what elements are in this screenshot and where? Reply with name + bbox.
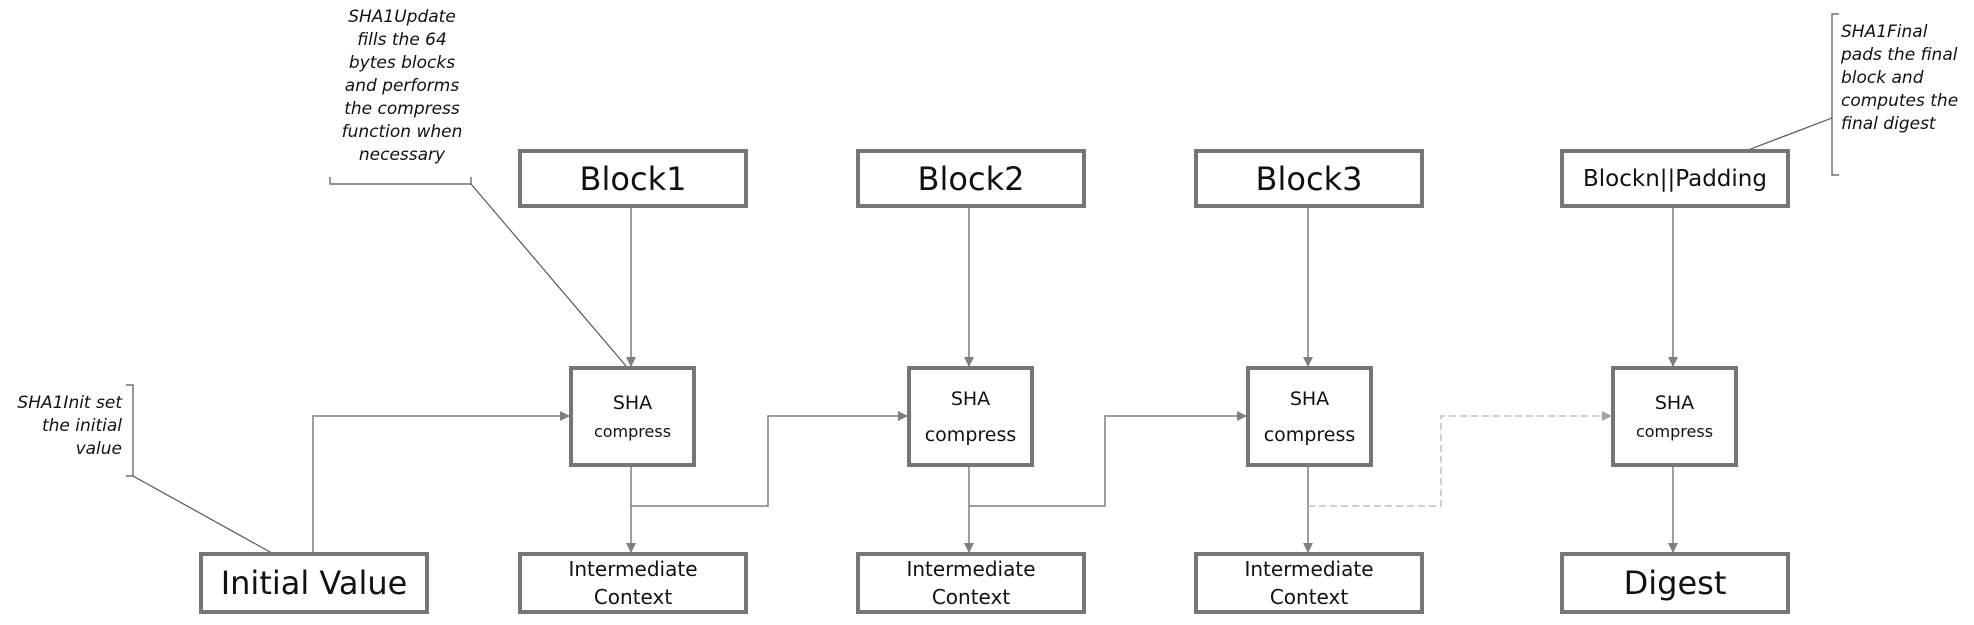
sha-label: SHA [950, 387, 991, 410]
note-line: value [75, 439, 122, 459]
note-line: final digest [1841, 114, 1936, 134]
block3-label: Block3 [1255, 159, 1363, 198]
context-line-2: Context [931, 585, 1011, 609]
note-sha1final: SHA1Final pads the final block and compu… [1841, 21, 1971, 136]
note-final-leader [1747, 117, 1833, 151]
arrow-chain-3-n-dashed [1308, 411, 1612, 507]
note-line: necessary [358, 145, 446, 165]
compress-label: compress [593, 422, 672, 441]
block1-box: Block1 [518, 149, 748, 208]
note-line: SHA1Init set [17, 393, 122, 413]
context-line-2: Context [593, 585, 673, 609]
sha-label: SHA [1289, 387, 1330, 410]
sha-compress-2: SHA compress [907, 366, 1034, 467]
blockn-label: Blockn||Padding [1583, 165, 1767, 192]
sha-compress-n: SHA compress [1611, 366, 1738, 467]
sha-label: SHA [612, 392, 653, 414]
context-line-1: Intermediate [568, 557, 698, 581]
compress-label: compress [1263, 423, 1356, 446]
sha-compress-1: SHA compress [569, 366, 696, 467]
intermediate-context-2: Intermediate Context [856, 552, 1086, 614]
block2-box: Block2 [856, 149, 1086, 208]
note-line: and performs [344, 76, 460, 96]
sha-label: SHA [1654, 392, 1695, 414]
note-final-bracket [1831, 13, 1839, 176]
initial-value-label: Initial Value [220, 564, 408, 602]
compress-label: compress [1635, 422, 1714, 441]
context-line-2: Context [1269, 585, 1349, 609]
note-line: pads the final [1841, 45, 1958, 65]
block1-label: Block1 [579, 159, 687, 198]
note-line: SHA1Update [348, 7, 456, 27]
intermediate-context-1: Intermediate Context [518, 552, 748, 614]
context-line-1: Intermediate [906, 557, 1036, 581]
note-line: the compress [344, 99, 460, 119]
blockn-padding-box: Blockn||Padding [1560, 149, 1790, 208]
digest-box: Digest [1560, 552, 1790, 614]
note-line: block and [1841, 68, 1924, 88]
note-line: function when [341, 122, 463, 142]
note-line: bytes blocks [348, 53, 456, 73]
note-line: fills the 64 [357, 30, 447, 50]
intermediate-context-3: Intermediate Context [1194, 552, 1424, 614]
note-line: the initial [41, 416, 122, 436]
initial-value-box: Initial Value [199, 552, 429, 614]
arrow-initial-sha1 [312, 411, 570, 552]
context-line-1: Intermediate [1244, 557, 1374, 581]
block3-box: Block3 [1194, 149, 1424, 208]
note-sha1init: SHA1Init set the initial value [4, 392, 122, 461]
note-line: SHA1Final [1841, 22, 1928, 42]
note-init-leader [132, 475, 271, 553]
arrow-chain-1-2 [631, 411, 908, 507]
note-update-leader [470, 183, 627, 367]
compress-label: compress [924, 423, 1017, 446]
block2-label: Block2 [917, 159, 1025, 198]
note-sha1update: SHA1Update fills the 64 bytes blocks and… [322, 6, 482, 167]
arrow-chain-2-3 [969, 411, 1247, 507]
note-line: computes the [1841, 91, 1959, 111]
sha-compress-3: SHA compress [1246, 366, 1373, 467]
note-update-bracket [329, 177, 472, 185]
digest-label: Digest [1623, 564, 1727, 602]
note-init-bracket [126, 384, 134, 477]
